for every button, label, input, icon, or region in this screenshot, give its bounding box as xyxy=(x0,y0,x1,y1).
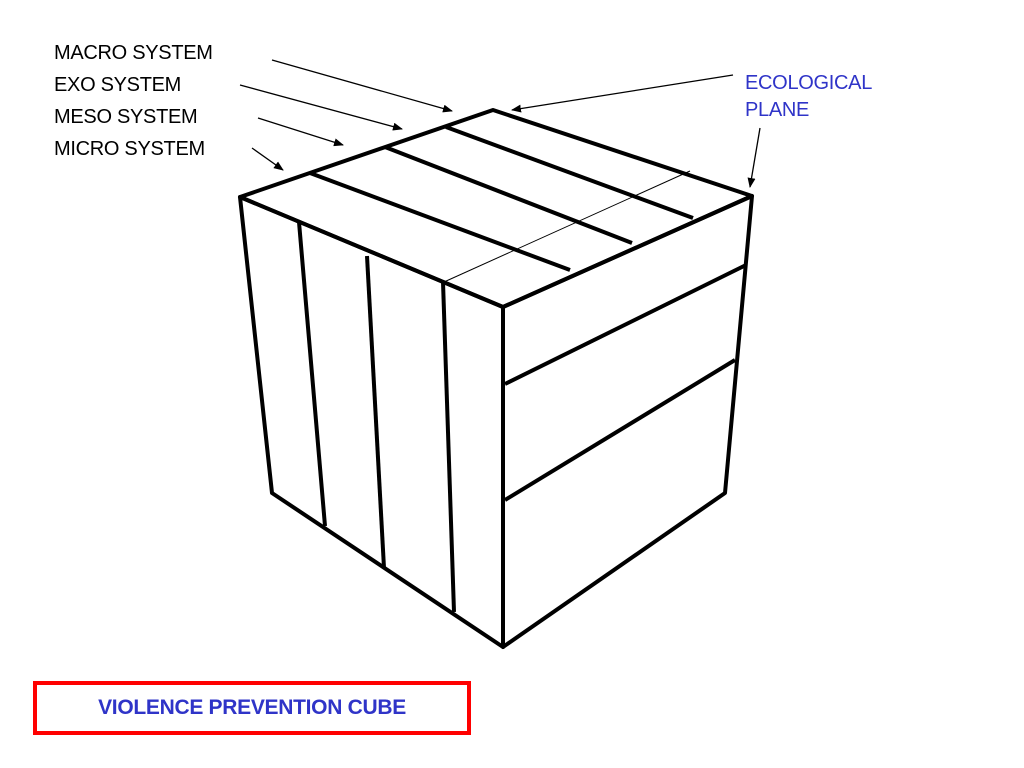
exo-system-label: EXO SYSTEM xyxy=(54,74,182,96)
annotation-arrows xyxy=(239,59,761,188)
ecological-arrow-corner xyxy=(747,127,761,188)
diagram-title: VIOLENCE PREVENTION CUBE xyxy=(98,696,406,719)
micro-system-label: MICRO SYSTEM xyxy=(54,138,205,160)
meso-arrow xyxy=(257,117,344,147)
ecological-label-line2: PLANE xyxy=(745,99,810,121)
cube-left-face xyxy=(238,195,505,649)
left-strip-line-1 xyxy=(297,221,327,527)
left-strip-line-2 xyxy=(365,255,386,569)
meso-system-label: MESO SYSTEM xyxy=(54,106,198,128)
micro-arrow xyxy=(251,147,284,171)
top-face-thin-divider xyxy=(443,170,691,283)
right-band-line-2 xyxy=(503,358,737,502)
right-face-bands xyxy=(503,263,747,502)
ecological-label-line1: ECOLOGICAL xyxy=(745,72,873,94)
top-band-line-3 xyxy=(445,125,694,220)
right-band-line-1 xyxy=(504,263,747,386)
cube-top-face xyxy=(238,108,754,309)
exo-arrow xyxy=(239,84,403,131)
cube-outline xyxy=(238,108,754,649)
ecological-plane-label: ECOLOGICAL PLANE xyxy=(745,70,872,124)
left-face-strips xyxy=(297,221,456,613)
cube-right-face xyxy=(501,194,754,649)
ecological-arrow-top xyxy=(511,74,734,113)
top-band-line-1 xyxy=(309,171,571,272)
top-band-line-2 xyxy=(384,145,633,245)
left-strip-line-3 xyxy=(441,281,456,613)
title-box: VIOLENCE PREVENTION CUBE xyxy=(33,681,471,735)
macro-system-label: MACRO SYSTEM xyxy=(54,42,213,64)
top-face-bands xyxy=(309,125,694,272)
macro-arrow xyxy=(271,59,453,113)
